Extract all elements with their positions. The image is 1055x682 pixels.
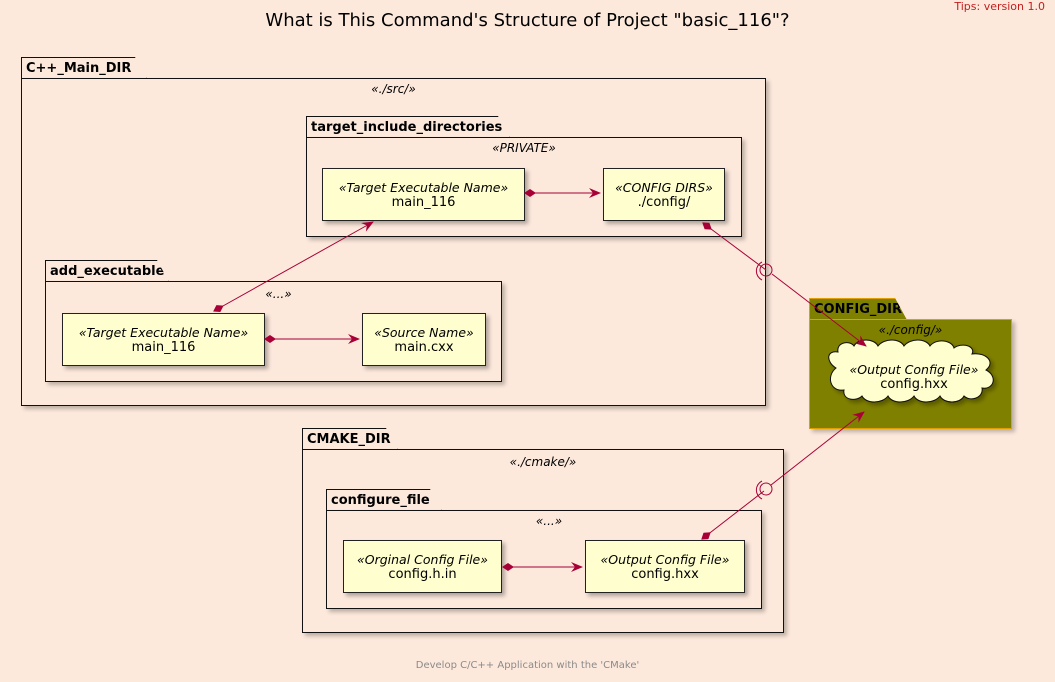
- node-label: config.hxx: [631, 566, 699, 582]
- node-label: main.cxx: [394, 339, 454, 355]
- package-stereotype-cmake-dir: «./cmake/»: [509, 455, 577, 469]
- node-label: config.hxx: [880, 377, 948, 392]
- package-tab-cmake-dir: CMAKE_DIR: [302, 428, 398, 450]
- node-stereotype: «Output Config File»: [849, 362, 979, 377]
- package-stereotype-configure-file: «...»: [535, 514, 563, 528]
- node-stereotype: «Target Executable Name»: [338, 179, 509, 195]
- node-stereotype: «Source Name»: [374, 324, 474, 340]
- node-label: ./config/: [637, 194, 691, 210]
- node-stereotype: «Target Executable Name»: [78, 324, 249, 340]
- package-configure-file: [326, 510, 762, 609]
- node-tid-target-executable: «Target Executable Name» main_116: [322, 168, 525, 221]
- package-stereotype-target-include: «PRIVATE»: [492, 141, 556, 155]
- node-stereotype: «CONFIG DIRS»: [615, 179, 713, 195]
- node-label: main_116: [391, 194, 456, 210]
- node-label: main_116: [131, 339, 196, 355]
- tips-label: Tips: version 1.0: [954, 0, 1045, 13]
- package-target-include: [306, 137, 742, 237]
- package-tab-configure-file: configure_file: [326, 489, 442, 511]
- node-label: config.h.in: [388, 566, 457, 582]
- node-stereotype: «Orginal Config File»: [357, 551, 488, 567]
- node-ae-target-executable: «Target Executable Name» main_116: [62, 313, 265, 366]
- package-tab-target-include: target_include_directories: [306, 116, 510, 138]
- package-cmake-dir: [302, 449, 784, 633]
- node-ae-source-name: «Source Name» main.cxx: [362, 313, 486, 366]
- package-stereotype-config-dir: «./config/»: [878, 323, 943, 337]
- node-tid-config-dirs: «CONFIG DIRS» ./config/: [603, 168, 725, 221]
- package-tab-config-dir: CONFIG_DIR: [809, 298, 907, 320]
- package-stereotype-add-executable: «...»: [265, 287, 292, 301]
- diagram-title: What is This Command's Structure of Proj…: [265, 10, 790, 31]
- node-stereotype: «Output Config File»: [600, 551, 730, 567]
- package-stereotype-cpp-main: «./src/»: [371, 82, 416, 96]
- node-cf-output-config: «Output Config File» config.hxx: [585, 540, 745, 593]
- package-tab-add-executable: add_executable: [45, 260, 169, 282]
- node-cf-original-config: «Orginal Config File» config.h.in: [343, 540, 502, 593]
- package-tab-cpp-main: C++_Main_DIR: [21, 57, 147, 79]
- node-cd-output-config: «Output Config File» config.hxx: [834, 362, 994, 392]
- footer-caption: Develop C/C++ Application with the 'CMak…: [415, 660, 640, 671]
